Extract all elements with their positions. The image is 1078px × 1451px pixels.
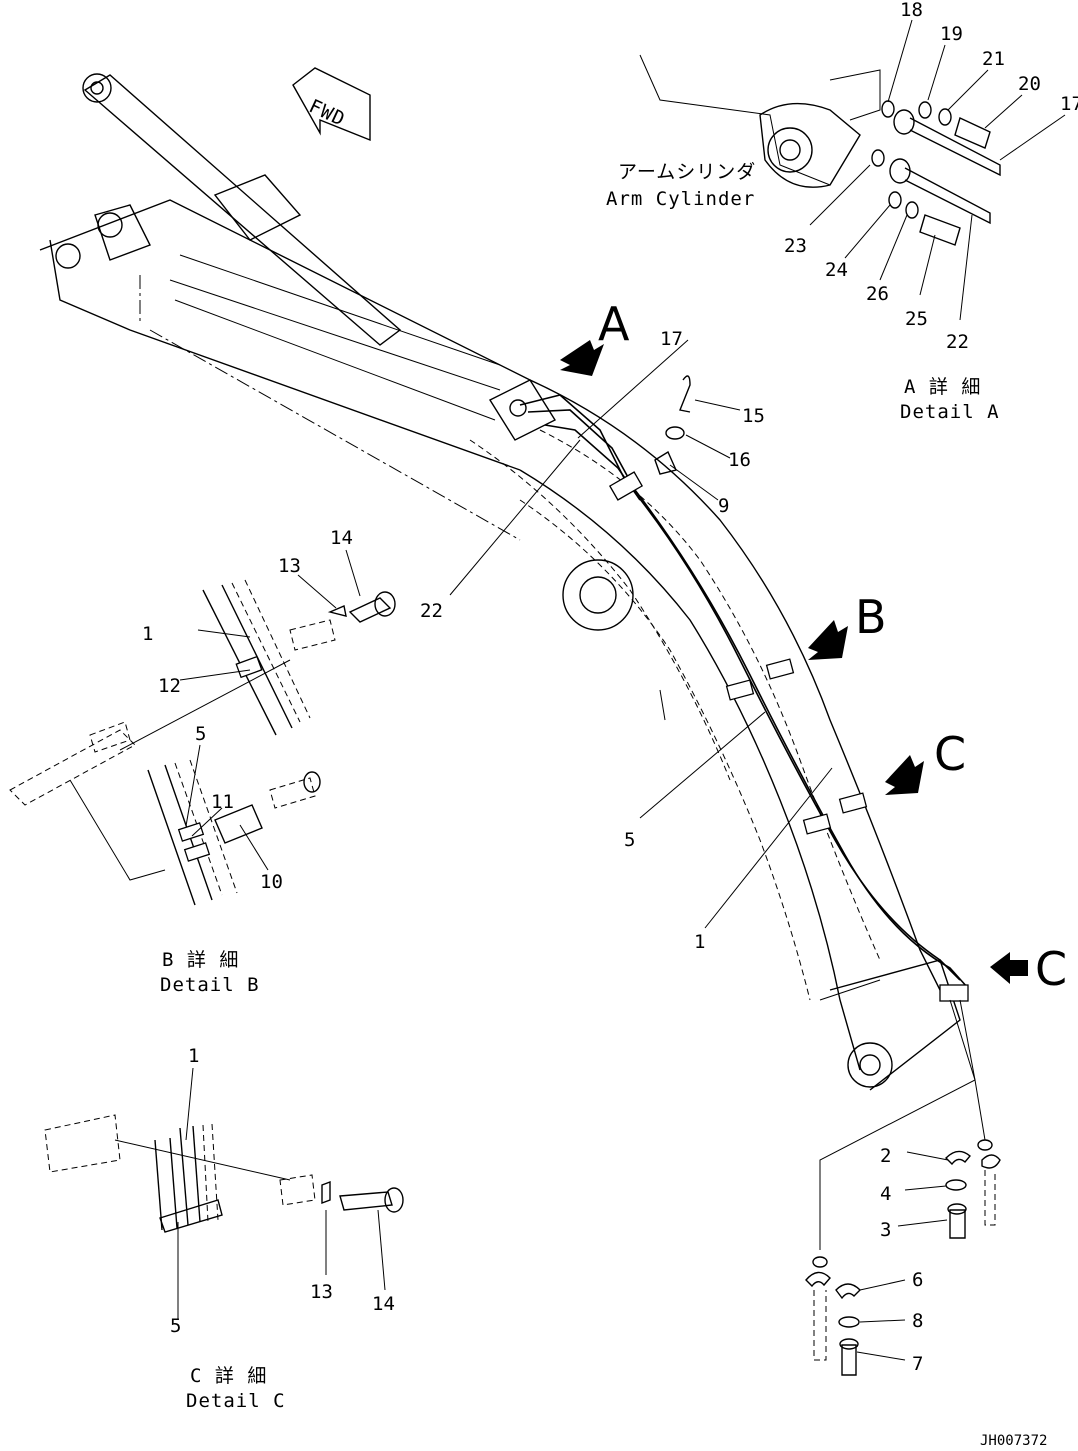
- piping-lines: [519, 394, 969, 1002]
- part-17-top: 17: [1060, 93, 1078, 115]
- fwd-arrow: FWD: [292, 67, 371, 142]
- part-5-main: 5: [624, 829, 635, 851]
- marker-c-upper: C: [885, 727, 966, 795]
- part-14-detail-b: 14: [330, 527, 353, 549]
- part-3: 3: [880, 1219, 891, 1241]
- part-15: 15: [742, 405, 765, 427]
- lower-hardware: 2 4 3 6 8 7: [805, 999, 1001, 1376]
- part-2: 2: [880, 1145, 891, 1167]
- arm-cylinder-en: Arm Cylinder: [606, 188, 755, 210]
- detail-a: 18 19 21 20 17 23 24 26 25 22 アームシリンダ Ar…: [606, 0, 1078, 423]
- fwd-label: FWD: [306, 95, 349, 131]
- part-24: 24: [825, 259, 848, 281]
- marker-a-label: A: [598, 297, 630, 351]
- part-14-detail-c: 14: [372, 1293, 395, 1315]
- part-22-main: 22: [420, 600, 443, 622]
- part-18: 18: [900, 0, 923, 21]
- part-7: 7: [912, 1353, 923, 1375]
- detail-c-caption-jp: C 詳 細: [190, 1365, 267, 1387]
- part-21: 21: [982, 48, 1005, 70]
- part-19: 19: [940, 23, 963, 45]
- marker-b: B: [808, 590, 887, 660]
- detail-b-caption-jp: B 詳 細: [162, 949, 239, 971]
- part-17-main: 17: [660, 328, 683, 350]
- part-9: 9: [718, 495, 729, 517]
- marker-b-label: B: [855, 590, 887, 644]
- part-16: 16: [728, 449, 751, 471]
- part-22-top: 22: [946, 331, 969, 353]
- detail-c: 1 5 13 14 C 詳 細 Detail C: [44, 1045, 404, 1412]
- part-1-detail-c: 1: [188, 1045, 199, 1067]
- part-11: 11: [211, 791, 234, 813]
- part-26: 26: [866, 283, 889, 305]
- detail-c-caption-en: Detail C: [186, 1390, 286, 1412]
- detail-a-caption-jp: A 詳 細: [904, 376, 981, 398]
- marker-c-lower: C: [990, 942, 1067, 996]
- marker-c-lower-label: C: [1035, 942, 1067, 996]
- part-12: 12: [158, 675, 181, 697]
- arm-cylinder-jp: アームシリンダ: [618, 161, 756, 183]
- arm-structure: [39, 73, 961, 1091]
- part-8: 8: [912, 1310, 923, 1332]
- part-13-detail-c: 13: [310, 1281, 333, 1303]
- part-6: 6: [912, 1269, 923, 1291]
- marker-a: A: [560, 297, 630, 376]
- detail-a-caption-en: Detail A: [900, 401, 1000, 423]
- part-13-detail-b: 13: [278, 555, 301, 577]
- part-1-detail-b: 1: [142, 623, 153, 645]
- part-5-detail-c: 5: [170, 1315, 181, 1337]
- part-4: 4: [880, 1183, 891, 1205]
- part-10: 10: [260, 871, 283, 893]
- detail-b-caption-en: Detail B: [160, 974, 260, 996]
- part-25: 25: [905, 308, 928, 330]
- main-view-labels: 17 22 15 16 9 5 1: [420, 328, 833, 953]
- part-1-main: 1: [694, 931, 705, 953]
- part-23: 23: [784, 235, 807, 257]
- part-5-detail-b: 5: [195, 723, 206, 745]
- drawing-id: JH007372: [980, 1433, 1047, 1449]
- part-20: 20: [1018, 73, 1041, 95]
- detail-b: 1 12 14 13 5 11 10 B 詳 細 Detail B: [9, 527, 396, 996]
- marker-c-upper-label: C: [934, 727, 966, 781]
